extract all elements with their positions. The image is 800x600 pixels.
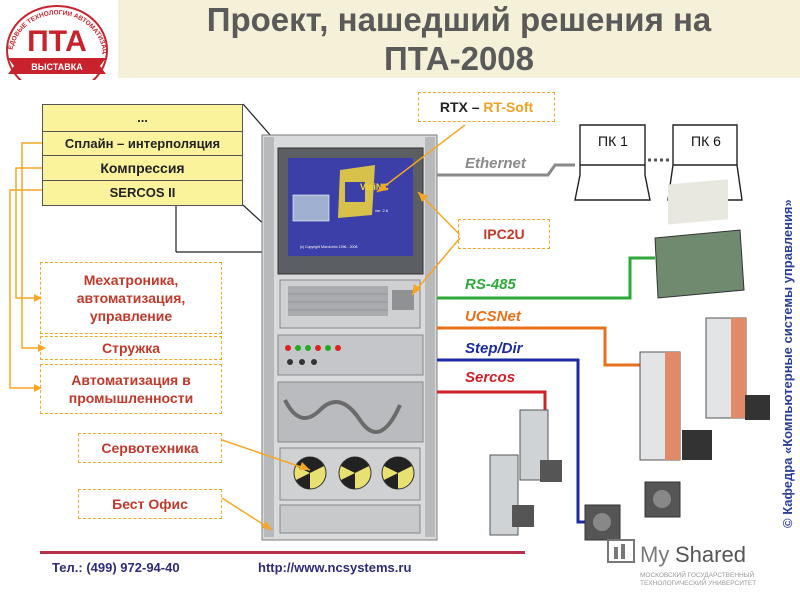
rtx-text: RTX [439,99,468,115]
server-rack: VisiNC ver. 2.6 (c) Copyright MicroLinks… [261,134,438,541]
watermark-my: My [640,542,669,567]
screen-version: ver. 2.6 [375,208,389,213]
pc-1 [574,124,651,201]
label-servotechnika: Сервотехника [78,433,222,463]
io-board [654,179,745,299]
stack-item-compression: Компрессия [42,155,243,181]
net-rs485: RS-485 [465,276,516,293]
left-brackets [9,142,42,389]
label-mechatronics: Мехатроника, автоматизация, управление [40,262,222,334]
label-ipc2u: IPC2U [458,219,550,249]
servo-drives [489,317,770,541]
stack-item-ellipsis: ... [42,104,243,132]
watermark-univ-2: ТЕХНОЛОГИЧЕСКИЙ УНИВЕРСИТЕТ [640,578,756,587]
label-rtx: RTX – RT-Soft [418,92,555,122]
panel-indicators [285,345,341,365]
screen-copyright: (c) Copyright MicroLinks 1996 - 2008 [300,245,357,249]
watermark-shared: Shared [675,542,746,567]
label-best-office: Бест Офис [78,489,222,519]
footer-phone: Тел.: (499) 972-94-40 [52,560,180,575]
title-band [118,0,800,78]
screen-brand: VisiNC [360,182,389,192]
footer-rule [40,551,525,554]
vertical-copyright: © Кафедра «Компьютерные системы управлен… [780,199,795,528]
pc-1-label: ПК 1 [598,133,628,149]
svg-text:© Кафедра «Компьютерные систем: © Кафедра «Компьютерные системы управлен… [780,199,795,528]
net-sercos: Sercos [465,369,516,386]
cooling-fans [293,456,415,490]
logo-main: ПТА [27,25,87,58]
stack-item-spline: Сплайн – интерполяция [42,131,243,156]
logo-banner: ВЫСТАВКА [31,62,83,72]
net-ucsnet: UCSNet [465,308,521,325]
myshared-watermark: My Shared МОСКОВСКИЙ ГОСУДАРСТВЕННЫЙ ТЕХ… [607,539,756,587]
net-ethernet: Ethernet [465,155,526,172]
net-stepdir: Step/Dir [465,340,523,357]
rtsoft-text: RT-Soft [483,99,534,115]
title-line-2: ПТА-2008 [383,40,535,77]
rtx-dash: – [467,99,484,115]
watermark-univ-1: МОСКОВСКИЙ ГОСУДАРСТВЕННЫЙ [640,570,754,579]
footer-url[interactable]: http://www.ncsystems.ru [258,560,412,575]
page-title: Проект, нашедший решения на ПТА-2008 [118,0,800,78]
title-line-1: Проект, нашедший решения на [206,1,712,38]
label-struzhka: Стружка [40,336,222,360]
pta-logo: ПЕРЕДОВЫЕ ТЕХНОЛОГИИ АВТОМАТИЗАЦИИ ПТА В… [0,0,108,80]
stack-item-sercos: SERCOS II [42,180,243,206]
pointer-lines [221,124,466,531]
label-automation-industry: Автоматизация в промышленности [40,364,222,414]
pc-6-label: ПК 6 [691,133,721,149]
